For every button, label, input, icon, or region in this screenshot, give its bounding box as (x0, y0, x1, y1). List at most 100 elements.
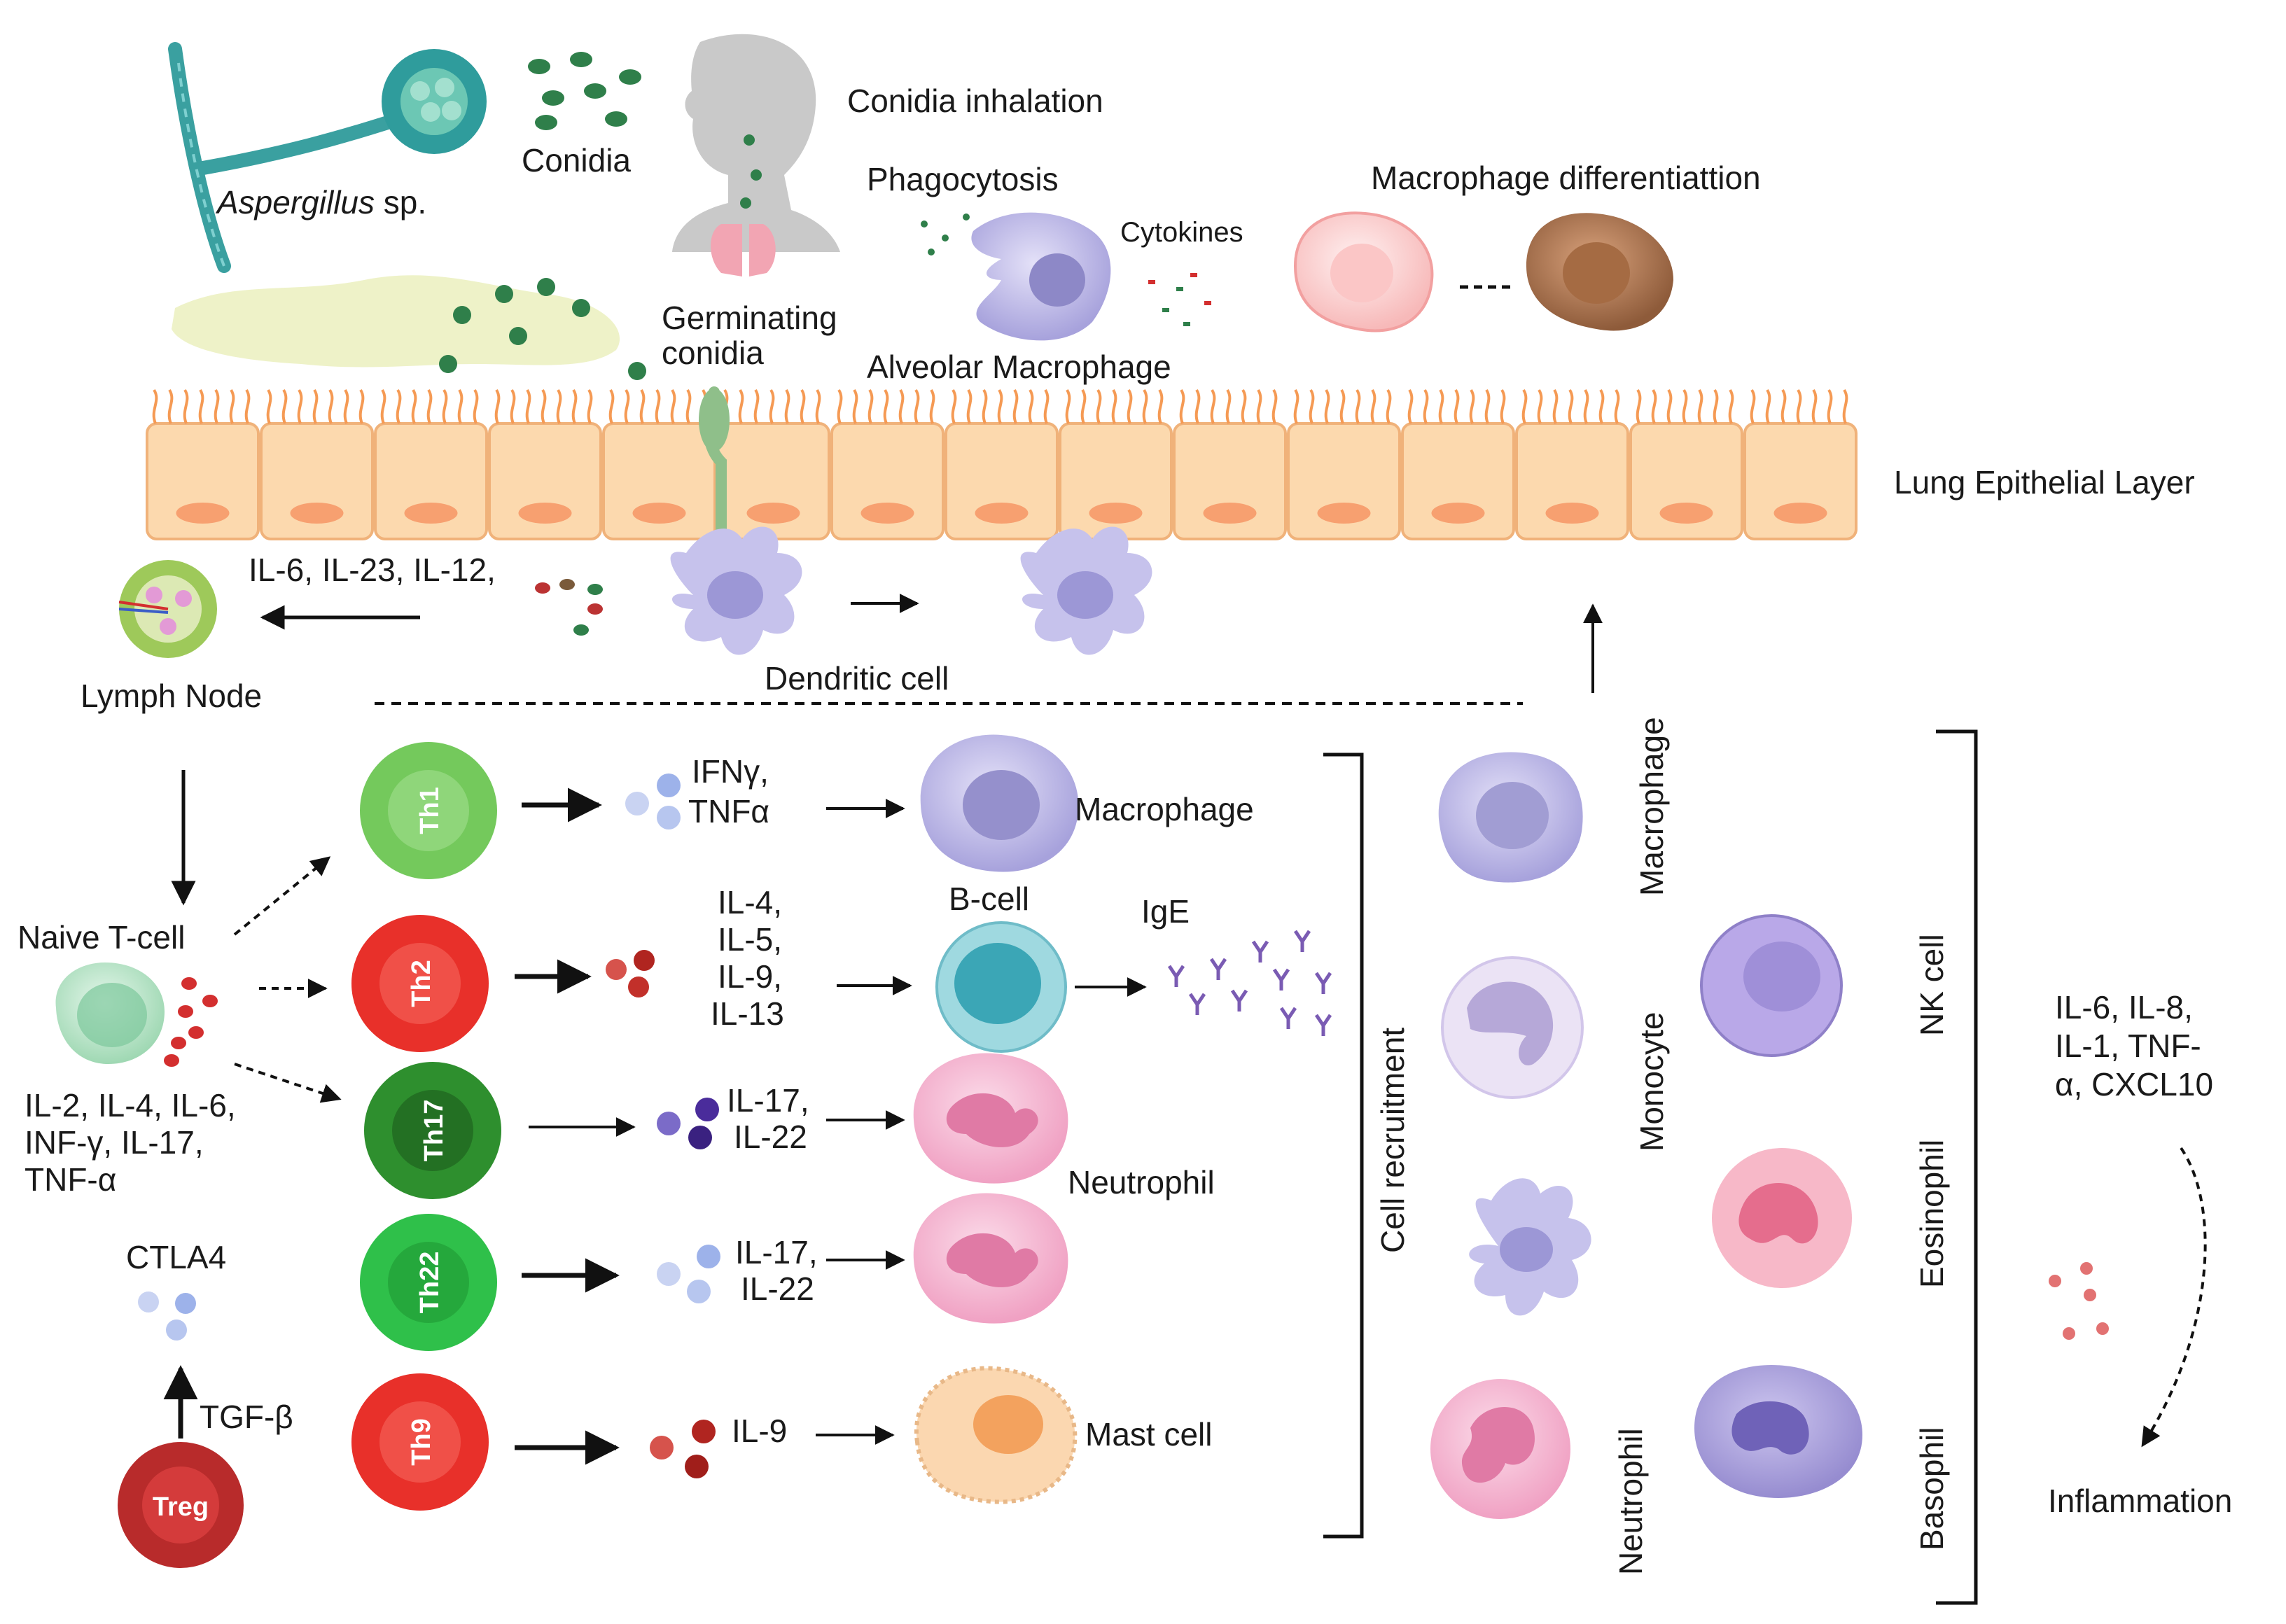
epithelial-cilium (411, 388, 417, 424)
epithelial-cilium (1194, 388, 1201, 424)
inflammation-cytokines-line2: IL-1, TNF- (2055, 1028, 2201, 1064)
epithelial-cilium (1407, 388, 1414, 424)
epithelial-cilium (639, 388, 646, 424)
neutrophil-cell-th22 (913, 1193, 1068, 1324)
lymph-node-illustration (118, 560, 217, 658)
th2-cytokine-dots (606, 950, 655, 997)
epithelial-cell (830, 422, 945, 540)
phagocytosis-label: Phagocytosis (867, 161, 1059, 197)
th2-label: Th2 (407, 960, 436, 1007)
epithelial-cilium (1043, 388, 1050, 424)
th1-label: Th1 (415, 787, 445, 834)
th2-cytokines-line4: IL-13 (711, 995, 784, 1032)
recruitment-bracket (1323, 752, 1364, 1539)
epithelial-cilium (769, 388, 775, 424)
epithelial-cilium (1842, 388, 1848, 424)
epithelial-cilium (837, 388, 843, 424)
epithelial-cilium (1682, 388, 1688, 424)
epithelial-cilium (1469, 388, 1475, 424)
epithelial-cilium (608, 388, 615, 424)
epithelial-cell (1401, 422, 1515, 540)
epithelial-cilium (1271, 388, 1278, 424)
epithelial-cilium (328, 388, 334, 424)
epithelial-cell (260, 422, 374, 540)
ige-antibodies (1167, 930, 1332, 1036)
recruited-dendritic-cell (1469, 1178, 1591, 1316)
inflammation-dots (2049, 1262, 2109, 1340)
epithelial-nucleus (404, 503, 458, 524)
basophil-label: Basophil (1914, 1427, 1950, 1550)
epithelial-cilium (587, 388, 593, 424)
inflammation-cytokines-line1: IL-6, IL-8, (2055, 989, 2193, 1026)
epithelial-cilium (1080, 388, 1087, 424)
mast-cell-label: Mast cell (1085, 1416, 1212, 1452)
naive-cytokine-dots (164, 977, 218, 1067)
cytokine-dots (1148, 273, 1211, 326)
epithelial-cilium (1386, 388, 1392, 424)
epithelial-cilium (1666, 388, 1673, 424)
naive-cytokines-line1: IL-2, IL-4, IL-6, (25, 1087, 236, 1124)
epithelial-cilium (1293, 388, 1299, 424)
ctla4-label: CTLA4 (126, 1239, 226, 1275)
th9-label: Th9 (407, 1418, 436, 1466)
epithelial-cilium (1568, 388, 1574, 424)
epithelial-cilium (571, 388, 578, 424)
recruited-neutrophil-label: Neutrophil (1612, 1428, 1649, 1575)
th17-label: Th17 (419, 1100, 449, 1162)
epithelial-cilium (457, 388, 464, 424)
epithelial-cilium (1111, 388, 1117, 424)
lymph-node-label: Lymph Node (81, 678, 262, 714)
epithelial-cilium (1423, 388, 1429, 424)
epithelial-cilium (1780, 388, 1787, 424)
epithelial-cell (1743, 422, 1858, 540)
arrow-to-inflammation (2141, 1147, 2207, 1448)
epithelial-cilium (1521, 388, 1528, 424)
epithelial-cilium (152, 388, 158, 424)
epithelial-cell (1629, 422, 1743, 540)
epithelial-cilium (1324, 388, 1330, 424)
epithelial-cilium (1256, 388, 1262, 424)
th2-cytokines-line3: IL-9, (718, 958, 782, 995)
epithelial-nucleus (1203, 503, 1257, 524)
germinating-label-line2: conidia (662, 335, 764, 371)
arrow-naive-to-th17 (234, 1063, 342, 1103)
brown-macrophage-cell (1526, 213, 1673, 331)
epithelial-cilium (655, 388, 661, 424)
epithelial-nucleus (632, 503, 686, 524)
epithelial-cilium (1157, 388, 1164, 424)
macrophage-differentiation-label: Macrophage differentiattion (1371, 160, 1761, 196)
epithelial-cilium (867, 388, 874, 424)
epithelial-cilium (167, 388, 174, 424)
th17-cytokines-line2: IL-22 (734, 1119, 807, 1155)
epithelial-cilium (815, 388, 821, 424)
th22-cytokine-dots (657, 1245, 720, 1303)
epithelial-cilium (266, 388, 272, 424)
aspergillus-illustration (168, 42, 487, 273)
epithelial-cilium (1583, 388, 1589, 424)
conidia-inhalation-label: Conidia inhalation (847, 83, 1103, 119)
epithelial-cilium (1065, 388, 1071, 424)
th17-cytokines-line1: IL-17, (727, 1082, 809, 1119)
epithelial-cilium (1179, 388, 1185, 424)
epithelial-cell (488, 422, 602, 540)
alveolar-macrophage-cell (921, 212, 1111, 341)
epithelial-cilium (380, 388, 386, 424)
epithelial-cilium (198, 388, 204, 424)
epithelial-cilium (1827, 388, 1833, 424)
neutrophil-target-label: Neutrophil (1068, 1164, 1215, 1200)
epithelial-cilium (1454, 388, 1460, 424)
dendritic-cell-label: Dendritic cell (765, 660, 949, 696)
epithelial-cilium (1127, 388, 1133, 424)
epithelial-cilium (800, 388, 806, 424)
epithelial-cilium (1750, 388, 1756, 424)
nk-cell (1700, 914, 1843, 1057)
epithelial-nucleus (860, 503, 914, 524)
epithelial-cilium (1614, 388, 1620, 424)
epithelial-cilium (1370, 388, 1377, 424)
th22-cell: Th22 (360, 1214, 497, 1351)
epithelial-cilium (624, 388, 630, 424)
monocyte-label: Monocyte (1633, 1012, 1670, 1152)
naive-t-cell (55, 962, 165, 1064)
epithelial-cilium (1012, 388, 1019, 424)
epithelial-cilium (753, 388, 760, 424)
